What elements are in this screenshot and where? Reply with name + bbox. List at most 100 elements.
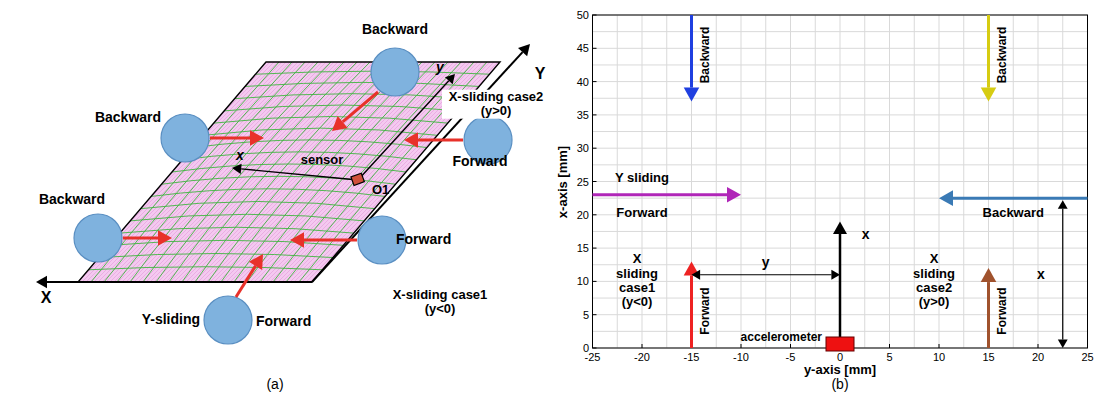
tick-label: 25: [577, 175, 589, 187]
tick-mark: [593, 114, 597, 115]
tick-label: 0: [837, 351, 843, 363]
tick-label: 15: [577, 242, 589, 254]
tick-label: 50: [577, 9, 589, 21]
tick-label: -5: [786, 351, 796, 363]
axis-label: Y: [535, 65, 546, 83]
tick-mark: [593, 281, 597, 282]
tick-mark: [741, 344, 742, 348]
backward-arrow: [987, 15, 990, 88]
direction-label: Forward: [997, 288, 1010, 335]
tick-label: 30: [577, 142, 589, 154]
dimension-label: y: [762, 255, 770, 270]
grid-line: [593, 64, 1088, 65]
accelerometer-block: [826, 337, 854, 351]
dimension-line-head: [1058, 200, 1068, 209]
tick-mark: [593, 314, 597, 315]
forward-arrow-head: [981, 268, 997, 282]
motion-arrow-head: [249, 254, 263, 270]
tick-label: 40: [577, 76, 589, 88]
X-axis-head: [36, 276, 47, 288]
forward-arrow: [690, 275, 693, 348]
backward-arrow: [690, 15, 693, 88]
tick-label: 5: [886, 351, 892, 363]
motion-arrow-head: [250, 130, 264, 146]
grid-line: [593, 81, 1088, 82]
forward-arrow: [987, 282, 990, 348]
tick-mark: [593, 181, 597, 182]
tick-mark: [1087, 344, 1088, 348]
sensor-chip: [351, 173, 364, 185]
position-chart: [593, 15, 1088, 351]
direction-label: Backward: [700, 27, 713, 84]
backward-arrow-head: [684, 88, 700, 102]
surface-outline: [78, 62, 500, 282]
direction-label: Backward: [983, 206, 1044, 220]
backward-arrow-head: [981, 88, 997, 102]
tick-label: -15: [684, 351, 700, 363]
tick-mark: [642, 344, 643, 348]
tick-mark: [593, 248, 597, 249]
motion-arrow-head: [158, 230, 172, 246]
plot-frame: [593, 15, 1088, 348]
tick-label: 15: [982, 351, 994, 363]
x-axis-local: [241, 169, 358, 180]
motion-arrow-head: [290, 232, 304, 248]
motion-arrow: [236, 266, 256, 297]
tick-label: -10: [733, 351, 749, 363]
tick-mark: [939, 344, 940, 348]
Y-axis-head: [518, 44, 530, 56]
tick-label: 45: [577, 42, 589, 54]
case-label: Y-sliding: [142, 312, 200, 327]
panel-label: (a): [266, 377, 283, 392]
tick-mark: [790, 344, 791, 348]
surface-mesh: [88, 62, 489, 282]
panel-label: (b): [831, 377, 848, 392]
case-label: Y sliding: [615, 170, 669, 184]
tick-label: 5: [583, 309, 589, 321]
contact-ball: [371, 48, 419, 96]
axis-label: X: [41, 289, 52, 307]
x-arrow-head: [833, 221, 847, 234]
grid-line: [593, 98, 1088, 99]
tick-label: 20: [577, 209, 589, 221]
Y-axis: [312, 52, 523, 282]
dimension-line: [1062, 209, 1063, 340]
tick-mark: [593, 81, 597, 82]
tick-label: 10: [577, 275, 589, 287]
axis-label: x: [236, 148, 244, 163]
X-axis: [47, 281, 312, 283]
case-label: X-sliding case1 (y<0): [388, 288, 492, 317]
tick-label: -25: [585, 351, 601, 363]
direction-label: Backward: [362, 22, 428, 37]
grid-line: [593, 114, 1088, 115]
dimension-label: x: [1037, 267, 1045, 282]
forward-arrow: [593, 193, 728, 196]
motion-arrow-head: [332, 116, 348, 131]
direction-label: Backward: [95, 110, 161, 125]
tick-mark: [593, 15, 597, 16]
motion-arrow: [123, 237, 158, 240]
tick-label: -20: [634, 351, 650, 363]
grid-line: [593, 48, 1088, 49]
backward-arrow: [953, 197, 1088, 200]
direction-label: Forward: [616, 206, 667, 220]
tick-label: 35: [577, 109, 589, 121]
contact-ball: [204, 296, 252, 344]
x-axis-local-head: [232, 164, 242, 174]
dimension-line-head: [692, 270, 701, 280]
tick-label: 10: [933, 351, 945, 363]
grid-line: [593, 164, 1088, 165]
case-label: X-sliding case2 (y>0): [442, 90, 550, 119]
surface-fill: [78, 62, 500, 282]
motion-arrow: [343, 92, 378, 122]
tick-label: 20: [1032, 351, 1044, 363]
tick-mark: [1038, 344, 1039, 348]
direction-label: Forward: [396, 232, 451, 247]
motion-arrow-head: [404, 132, 418, 148]
direction-label: Backward: [997, 27, 1010, 84]
contact-ball: [74, 214, 122, 262]
dimension-line-head: [1058, 339, 1068, 348]
grid-line: [593, 131, 1088, 132]
